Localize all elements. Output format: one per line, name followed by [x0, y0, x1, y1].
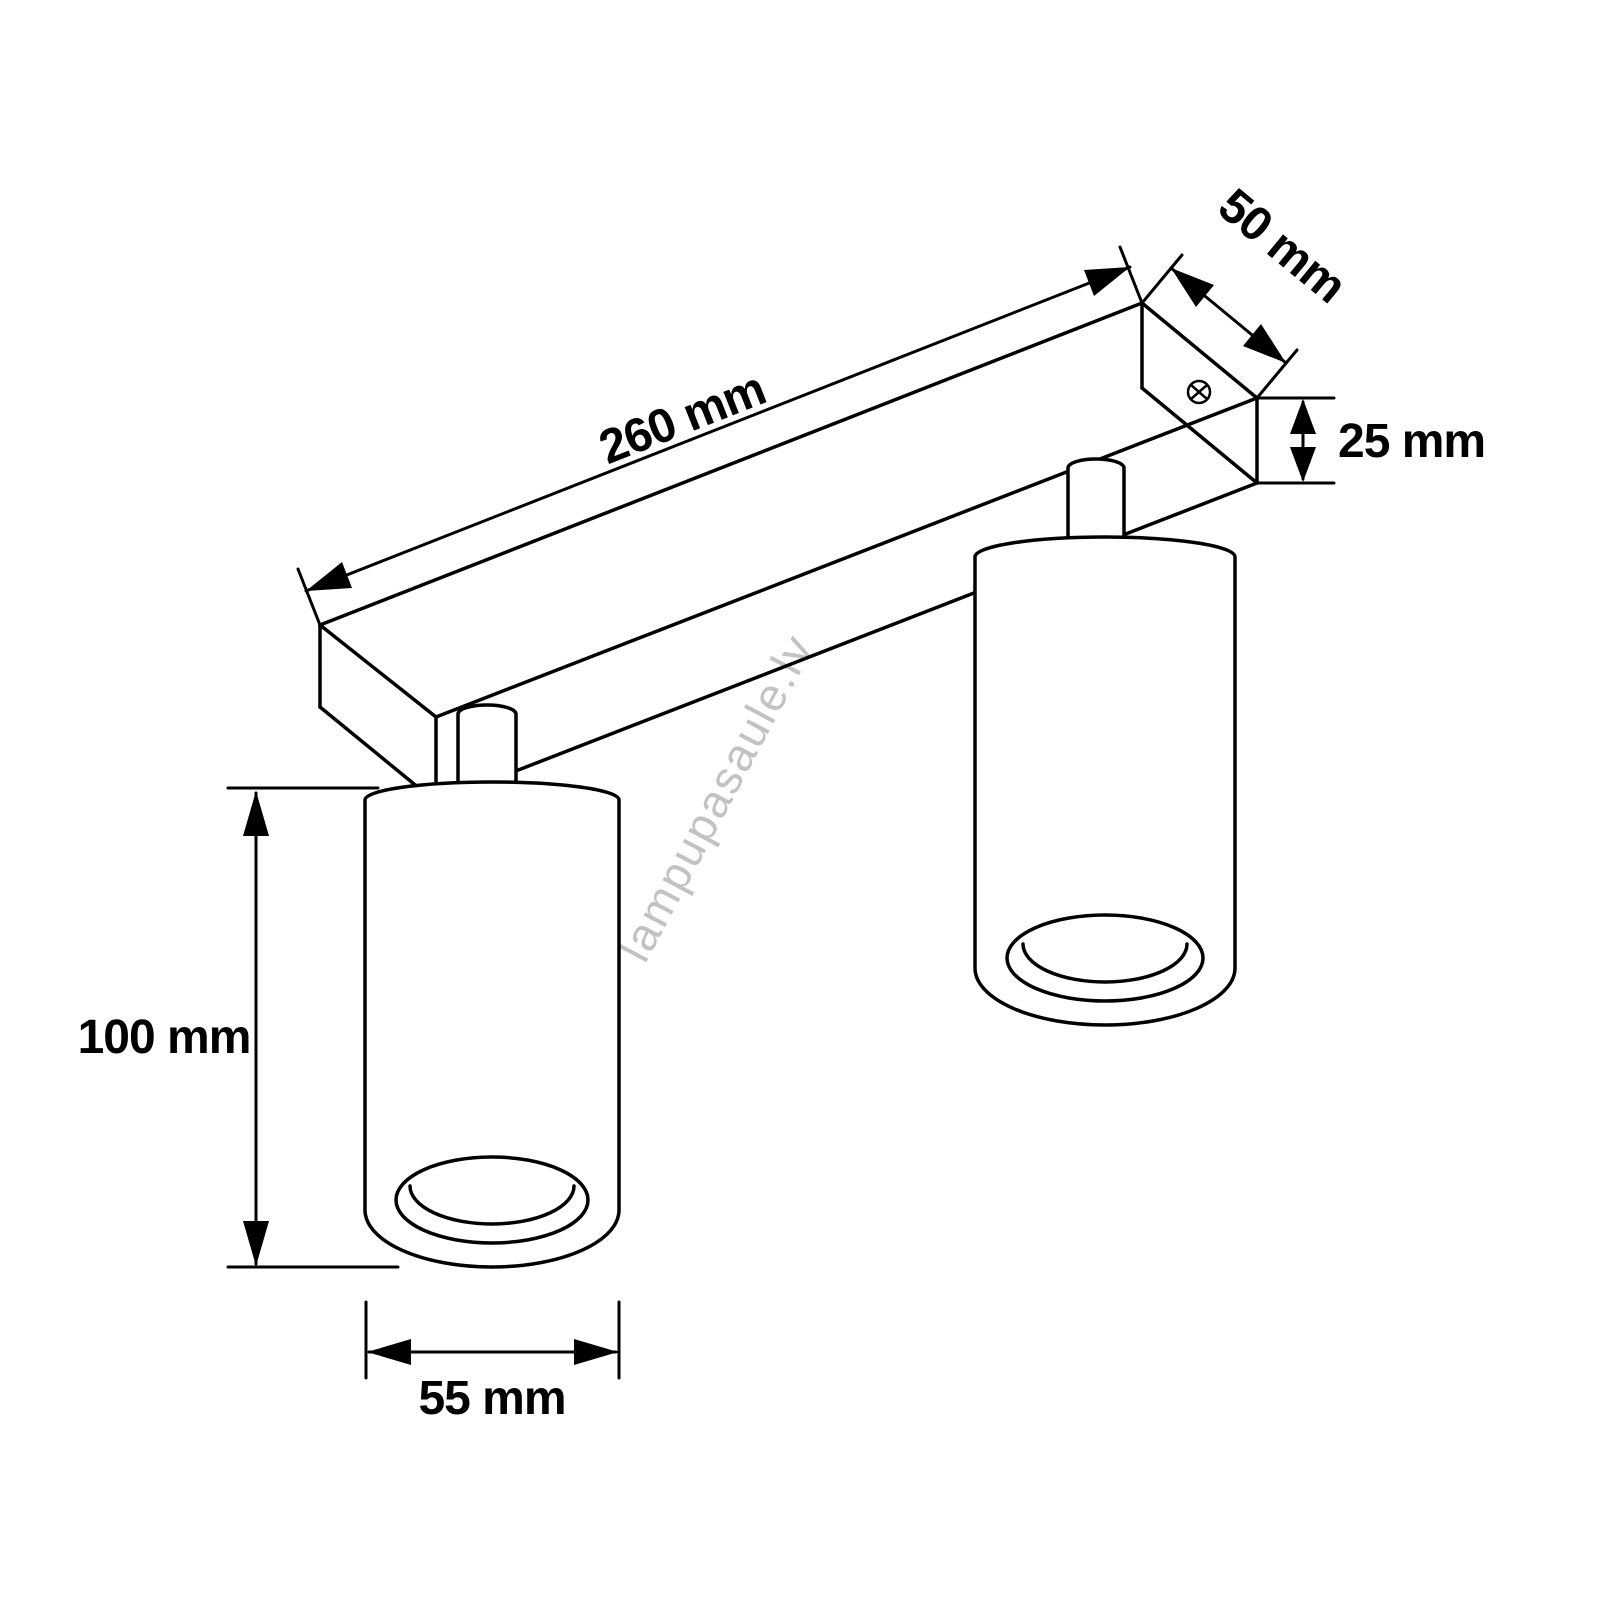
spotlight-left-inner-rim [394, 1155, 590, 1245]
arrowhead-icon [1290, 399, 1316, 434]
extension-tick [1255, 348, 1299, 400]
dimension-bar-height: 25 mm [1255, 396, 1486, 485]
dimension-label-bar-height: 25 mm [1338, 415, 1485, 468]
spotlight-right-lens-recess [1021, 942, 1189, 984]
arrowhead-icon [1243, 324, 1286, 363]
dimension-label-bar-width: 50 mm [1208, 179, 1355, 313]
dimension-line [304, 265, 1132, 593]
spotlight-right-inner-rim [1005, 913, 1205, 1003]
bar-right-top-width-edge [1140, 301, 1259, 400]
screw-head-circle [1186, 379, 1212, 405]
bar-near-top-edge [434, 396, 1259, 719]
extension-tick [1118, 245, 1144, 305]
spotlight-left [363, 703, 621, 1269]
arrowhead-icon [1290, 447, 1316, 482]
arrowhead-icon [243, 791, 269, 836]
watermark: lampupasaule.lv [608, 625, 824, 969]
dimension-label-spot-diameter: 55 mm [418, 1372, 565, 1425]
bar-left-top-width-edge [318, 623, 438, 719]
screw-icon [1186, 379, 1212, 405]
dimension-spot-diameter: 55 mm [364, 1300, 621, 1425]
arrowhead-icon [306, 562, 352, 591]
bar-top-edge [318, 301, 1144, 627]
dimension-label-spot-height: 100 mm [78, 1011, 251, 1064]
dimension-spot-height: 100 mm [78, 786, 400, 1269]
extension-tick [1140, 253, 1184, 305]
screw-slot [1189, 383, 1209, 401]
extension-tick [296, 567, 322, 627]
spotlight-left-body [363, 780, 621, 1269]
bar-right-bottom-width-edge [1140, 386, 1259, 485]
spotlight-right-body [973, 535, 1237, 1027]
arrowhead-icon [367, 1339, 411, 1365]
arrowhead-icon [574, 1339, 618, 1365]
arrowhead-icon [1084, 267, 1130, 296]
arrowhead-icon [1171, 268, 1214, 307]
spotlight-right [973, 457, 1237, 1027]
spotlight-left-lens-recess [408, 1184, 576, 1226]
arrowhead-icon [243, 1221, 269, 1266]
dimension-bar-width: 50 mm [1140, 179, 1355, 400]
